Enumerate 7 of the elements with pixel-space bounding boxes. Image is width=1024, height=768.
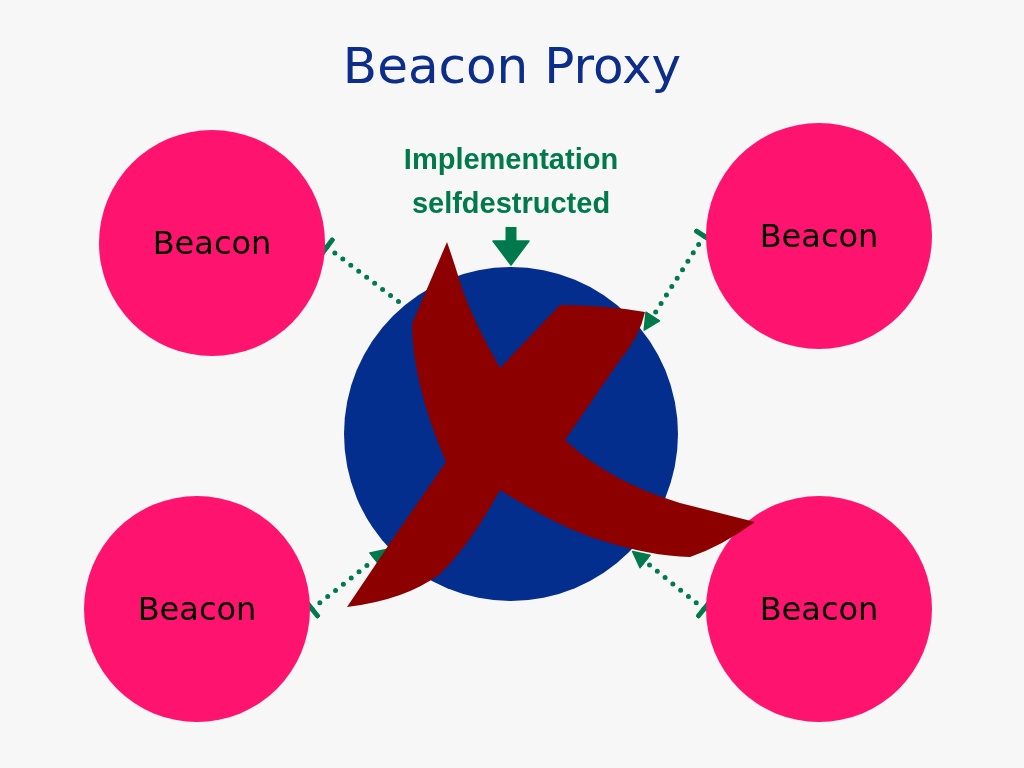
node-label: Beacon — [137, 589, 257, 629]
node-label: Beacon — [759, 589, 879, 629]
node-label: Beacon — [759, 216, 879, 256]
node-label: Beacon — [152, 223, 272, 263]
annotation-text: Implementation selfdestructed — [381, 137, 641, 225]
arrow — [492, 227, 530, 266]
diagram-title: Beacon Proxy — [341, 36, 683, 97]
